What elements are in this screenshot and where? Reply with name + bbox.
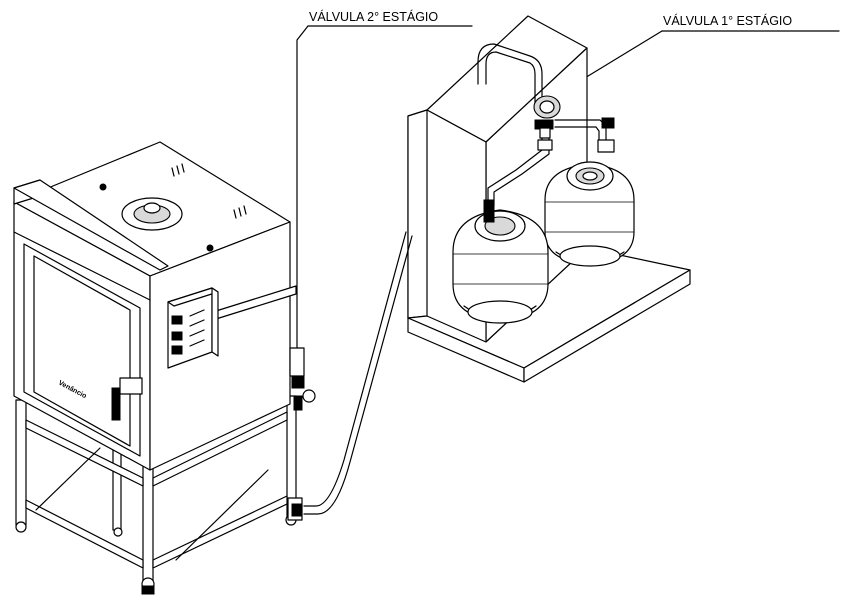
oven-window [33, 255, 131, 447]
oven-stand [15, 395, 297, 595]
valve-stage-1 [533, 95, 615, 153]
valve-stage-1-label: VÁLVULA 1° ESTÁGIO [663, 14, 793, 28]
valve-stage-2-label: VÁLVULA 2° ESTÁGIO [309, 10, 439, 24]
valve-stage-2-leader [296, 25, 473, 361]
oven-side [149, 221, 291, 471]
valve-stage-1-leader [551, 30, 840, 99]
gas-cylinder-front [452, 199, 549, 324]
valve-stage-2 [287, 347, 316, 521]
supply-hose [303, 231, 413, 515]
gas-cylinder-back [544, 161, 635, 267]
door-handle[interactable] [119, 377, 143, 395]
convection-oven: Venâncio [13, 141, 297, 471]
